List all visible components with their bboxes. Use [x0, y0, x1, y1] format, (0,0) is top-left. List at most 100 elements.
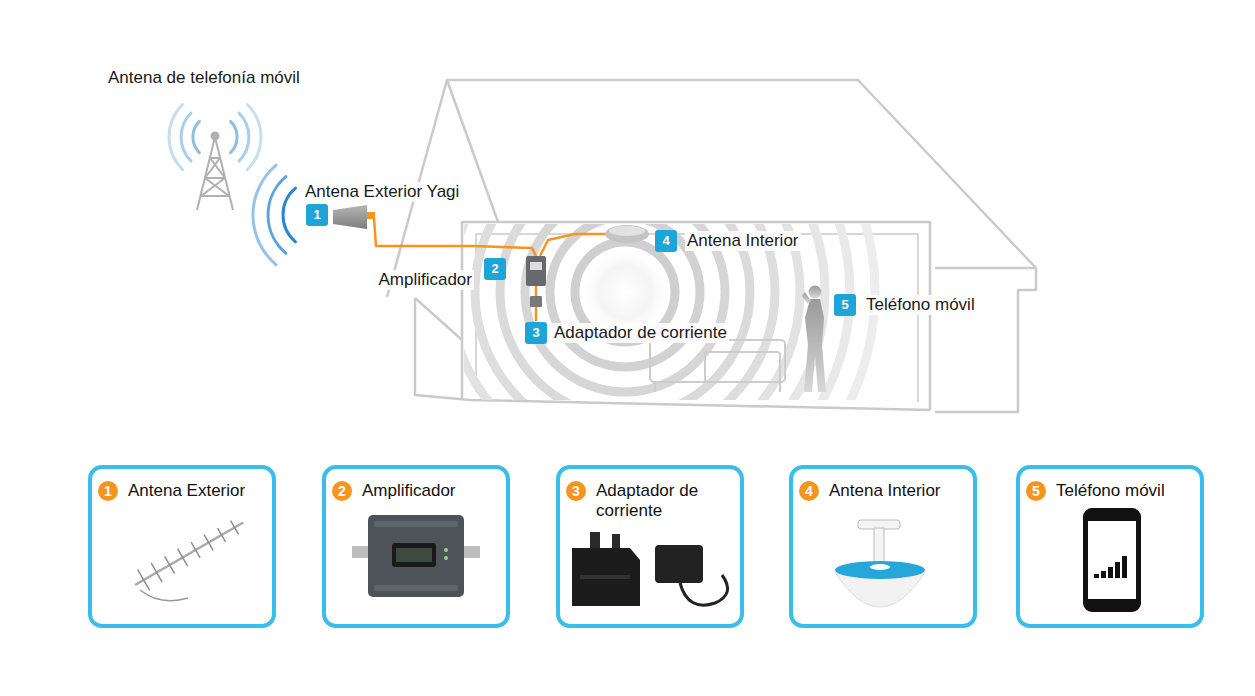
- yagi-waves: [253, 165, 296, 265]
- signal-bar: [1108, 567, 1113, 578]
- callout-number: 4: [799, 481, 819, 501]
- callout-box: 3Adaptador de corriente: [525, 322, 547, 344]
- tower-waves: [169, 105, 261, 170]
- callout-number: 4: [655, 230, 677, 252]
- sofa: [650, 340, 785, 392]
- yagi-element: [165, 556, 175, 573]
- yagi-picture: [129, 512, 249, 601]
- yagi-boom: [135, 523, 243, 586]
- antenna-base: [835, 561, 925, 579]
- adapter-picture: [572, 532, 728, 606]
- amplifier-case: [368, 515, 464, 597]
- component-label: Adaptador de corriente: [552, 323, 729, 343]
- indoor-antenna: [605, 225, 649, 243]
- person-body: [804, 299, 826, 392]
- component-card: 4 Antena Interior: [789, 465, 977, 628]
- radio-wave: [231, 121, 237, 152]
- callout-number: 5: [834, 294, 856, 316]
- signal-ring: [464, 224, 825, 400]
- amplifier-display: [392, 543, 436, 567]
- callout-number: 2: [332, 481, 352, 501]
- plug-detail: [580, 575, 630, 579]
- tower-brace: [201, 178, 225, 196]
- power-cable: [535, 286, 538, 296]
- tower-leg: [215, 137, 233, 210]
- yagi-connector: [367, 212, 375, 219]
- radio-wave: [253, 165, 276, 265]
- component-label: Antena Interior: [829, 481, 965, 501]
- radio-wave: [248, 105, 261, 170]
- phone-picture: [1083, 508, 1141, 612]
- sofa-seat: [705, 352, 780, 382]
- radio-wave: [181, 113, 191, 161]
- caption-label: Antena de telefonía móvil: [108, 68, 300, 88]
- tower-brace: [205, 178, 229, 196]
- indoor-antenna-top: [609, 226, 645, 236]
- yagi-antenna: [333, 205, 375, 229]
- sofa-back: [650, 340, 785, 382]
- amplifier-led: [444, 548, 448, 552]
- callout-number: 1: [306, 204, 328, 226]
- radio-wave: [193, 121, 199, 152]
- yagi-element: [178, 549, 188, 566]
- callout-number: 1: [98, 481, 118, 501]
- indoor-antenna-dome: [605, 225, 649, 243]
- component-card: 5 Teléfono móvil: [1016, 465, 1204, 628]
- person-silhouette: [802, 286, 826, 393]
- indoor-signal: [464, 224, 875, 400]
- yagi-element: [231, 521, 239, 535]
- callout-number: 5: [1026, 481, 1046, 501]
- callout-box: 5Teléfono móvil: [834, 294, 856, 316]
- cable: [540, 234, 606, 256]
- yagi-element: [191, 542, 200, 558]
- person-arm: [802, 292, 811, 304]
- callout-box: 4Antena Interior: [655, 230, 677, 252]
- yagi-element: [218, 528, 226, 542]
- tower-top: [212, 133, 219, 140]
- ceiling-antenna-picture: [835, 520, 925, 607]
- component-label: Teléfono móvil: [864, 295, 977, 315]
- radio-wave: [169, 105, 182, 170]
- amplifier-led: [444, 556, 448, 560]
- component-label: Antena Exterior Yagi: [303, 182, 461, 202]
- signal-ring: [464, 224, 875, 400]
- amplifier-screen: [530, 262, 542, 270]
- signal-bar: [1094, 574, 1099, 578]
- callout-box: 1Antena Exterior Yagi: [306, 204, 328, 226]
- radio-wave: [239, 113, 249, 161]
- coax-cables: [374, 218, 606, 321]
- callout-number: 3: [525, 322, 547, 344]
- yagi-element: [138, 570, 150, 591]
- cell-tower: [197, 133, 233, 211]
- power-cable: [535, 307, 538, 321]
- signal-ring: [550, 224, 700, 367]
- signal-bar: [1101, 571, 1106, 578]
- signal-bar: [1122, 556, 1127, 578]
- adapter-cord: [680, 575, 728, 605]
- component-label: Amplificador: [376, 270, 474, 290]
- signal-ring: [464, 224, 800, 400]
- component-label: Teléfono móvil: [1056, 481, 1192, 501]
- amplifier: [526, 256, 546, 286]
- yagi-cable: [140, 590, 188, 601]
- signal-bar: [1115, 562, 1120, 578]
- amplifier-port: [352, 546, 368, 558]
- callout-box: 2Amplificador: [484, 258, 506, 280]
- tower-brace: [205, 158, 220, 178]
- adapter-body: [655, 545, 703, 583]
- amplifier-body: [526, 256, 546, 286]
- tower-brace: [201, 195, 229, 197]
- plug-pin: [612, 534, 620, 550]
- tower-leg: [197, 137, 215, 210]
- sofa-leg: [654, 382, 656, 392]
- component-label: Antena Interior: [685, 231, 801, 251]
- left-wall: [415, 298, 462, 340]
- yagi-element: [204, 535, 213, 551]
- plug-body: [572, 548, 640, 606]
- amplifier-fin: [374, 585, 458, 591]
- yagi-body: [333, 205, 367, 229]
- callout-number: 3: [566, 481, 586, 501]
- radio-wave: [283, 188, 295, 242]
